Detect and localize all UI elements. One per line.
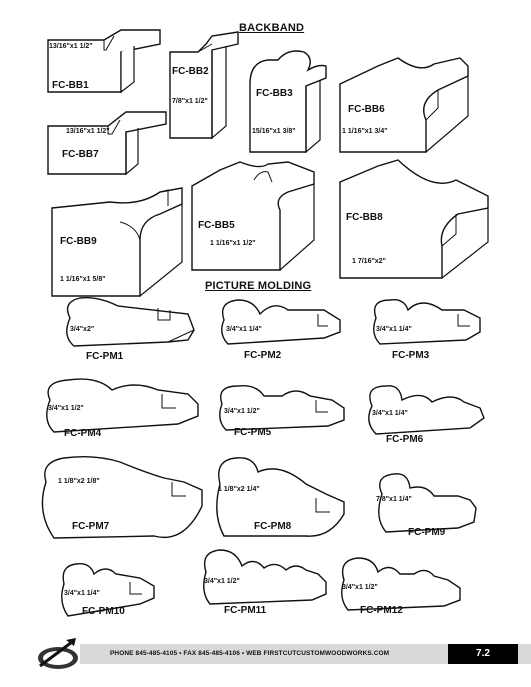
profile-fc-pm2-drawing: [221, 299, 341, 345]
profile-fc-bb9: [50, 186, 186, 298]
profile-fc-pm11: [196, 548, 330, 618]
size-fc-pm7: 1 1/8"x2 1/8": [58, 478, 100, 485]
code-fc-bb3: FC-BB3: [256, 88, 293, 99]
size-fc-bb2: 7/8"x1 1/2": [172, 98, 208, 105]
profile-fc-bb1-drawing: [47, 29, 161, 94]
profile-fc-pm4: [38, 376, 202, 442]
profile-fc-bb5-drawing: [191, 161, 315, 271]
profile-fc-pm12-drawing: [341, 557, 461, 611]
profile-fc-bb5: [190, 160, 318, 272]
profile-fc-bb7: [46, 111, 170, 176]
profile-fc-pm5-drawing: [219, 385, 345, 431]
profile-fc-bb9-drawing: [51, 187, 183, 297]
size-fc-bb5: 1 1/16"x1 1/2": [210, 240, 256, 247]
company-logo-icon: [36, 636, 80, 672]
code-fc-pm9: FC-PM9: [408, 527, 446, 538]
profile-fc-bb6: [338, 56, 488, 156]
code-fc-pm6: FC-PM6: [386, 434, 424, 445]
section-title-picture-molding: PICTURE MOLDING: [205, 280, 312, 292]
profile-fc-pm9: [370, 470, 486, 540]
page-number: 7.2: [448, 644, 518, 664]
size-fc-pm5: 3/4"x1 1/2": [224, 408, 260, 415]
profile-fc-bb8-drawing: [339, 159, 489, 279]
profile-fc-pm11-drawing: [203, 549, 327, 605]
code-fc-bb7: FC-BB7: [62, 149, 99, 160]
size-fc-pm10: 3/4"x1 1/4": [64, 590, 100, 597]
profile-fc-bb1: [46, 29, 166, 100]
size-fc-pm8: 1 1/8"x2 1/4": [218, 486, 260, 493]
profile-fc-pm8: [210, 454, 350, 544]
profile-fc-pm2: [214, 298, 346, 362]
footer-bar: [80, 644, 531, 664]
profile-fc-bb3: [248, 42, 338, 154]
size-fc-pm6: 3/4"x1 1/4": [372, 410, 408, 417]
size-fc-bb3: 15/16"x1 3/8": [252, 128, 296, 135]
profile-fc-pm1: [58, 296, 200, 362]
profile-fc-pm4-drawing: [46, 378, 199, 433]
code-fc-pm11: FC-PM11: [224, 605, 267, 616]
profile-fc-pm3-drawing: [373, 299, 481, 345]
profile-fc-pm7-drawing: [41, 455, 203, 539]
size-fc-pm12: 3/4"x1 1/2": [342, 584, 378, 591]
size-fc-bb7: 13/16"x1 1/2": [66, 128, 110, 135]
profile-fc-pm10: [54, 560, 158, 624]
profile-fc-pm7: [34, 452, 206, 548]
profile-fc-pm1-drawing: [66, 296, 195, 347]
footer-contact: PHONE 845-485-4105 • FAX 845-485-4106 • …: [110, 650, 390, 657]
code-fc-pm8: FC-PM8: [254, 521, 292, 532]
profile-fc-bb3-drawing: [249, 50, 327, 154]
profile-fc-pm6: [360, 382, 488, 450]
profile-fc-pm10-drawing: [61, 563, 155, 617]
code-fc-pm2: FC-PM2: [244, 350, 282, 361]
code-fc-pm5: FC-PM5: [234, 427, 272, 438]
size-fc-pm3: 3/4"x1 1/4": [376, 326, 412, 333]
profile-fc-pm3: [366, 296, 486, 360]
size-fc-pm9: 7/8"x1 1/4": [376, 496, 412, 503]
code-fc-pm1: FC-PM1: [86, 351, 124, 362]
size-fc-bb9: 1 1/16"x1 5/8": [60, 276, 106, 283]
size-fc-pm4: 3/4"x1 1/2": [48, 405, 84, 412]
profile-fc-pm12: [334, 556, 466, 622]
size-fc-bb1: 13/16"x1 1/2": [49, 43, 93, 50]
profile-fc-pm8-drawing: [216, 457, 345, 537]
code-fc-bb8: FC-BB8: [346, 212, 383, 223]
code-fc-bb6: FC-BB6: [348, 104, 385, 115]
code-fc-pm12: FC-PM12: [360, 605, 403, 616]
size-fc-bb8: 1 7/16"x2": [352, 258, 386, 265]
profile-fc-bb2-drawing: [169, 31, 239, 140]
code-fc-bb5: FC-BB5: [198, 220, 235, 231]
size-fc-bb6: 1 1/16"x1 3/4": [342, 128, 388, 135]
profile-fc-pm9-drawing: [378, 473, 477, 533]
profile-fc-bb6-drawing: [339, 57, 469, 153]
profile-fc-bb7-drawing: [47, 111, 167, 176]
size-fc-pm11: 3/4"x1 1/2": [204, 578, 240, 585]
code-fc-bb1: FC-BB1: [52, 80, 89, 91]
code-fc-bb2: FC-BB2: [172, 66, 209, 77]
size-fc-pm1: 3/4"x2": [70, 326, 95, 333]
size-fc-pm2: 3/4"x1 1/4": [226, 326, 262, 333]
profile-fc-pm5: [212, 382, 348, 444]
code-fc-pm7: FC-PM7: [72, 521, 110, 532]
profile-fc-bb2: [168, 30, 248, 140]
code-fc-pm4: FC-PM4: [64, 428, 102, 439]
code-fc-bb9: FC-BB9: [60, 236, 97, 247]
code-fc-pm10: FC-PM10: [82, 606, 125, 617]
profile-fc-pm6-drawing: [368, 385, 485, 435]
code-fc-pm3: FC-PM3: [392, 350, 430, 361]
section-title-backband: BACKBAND: [239, 22, 305, 34]
profile-fc-bb8: [338, 158, 490, 280]
